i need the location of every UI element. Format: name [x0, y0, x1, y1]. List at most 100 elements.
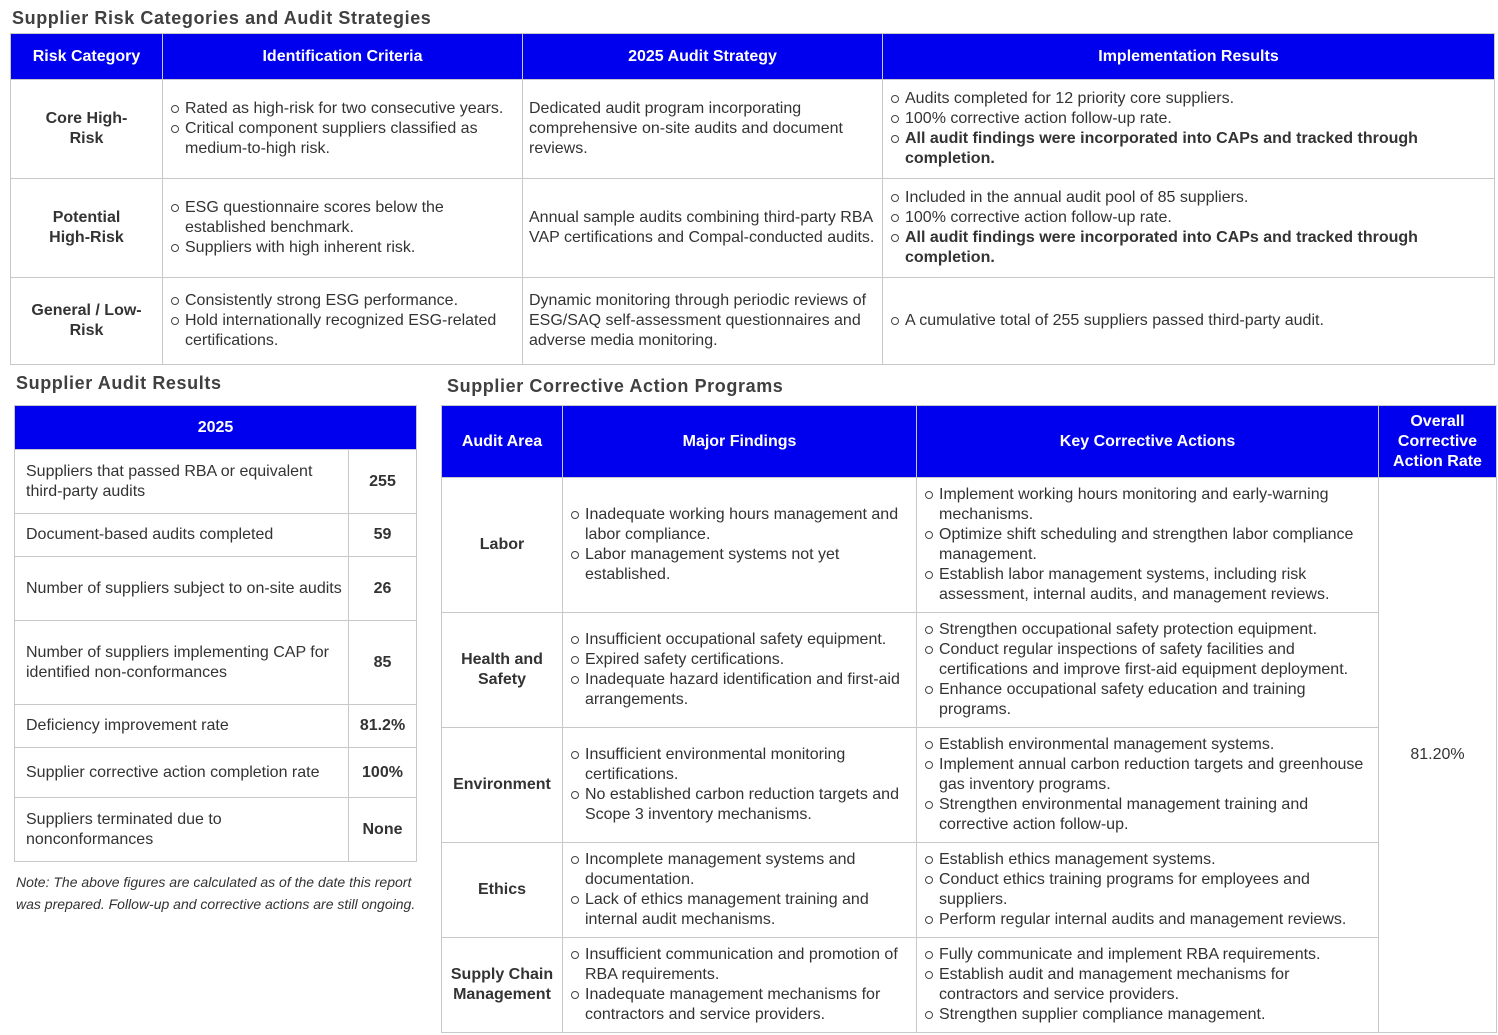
- audit-table: 2025 Suppliers that passed RBA or equiva…: [14, 405, 417, 862]
- list-item: Included in the annual audit pool of 85 …: [889, 188, 1488, 208]
- cap-area: Environment: [441, 727, 563, 843]
- list-item: Fully communicate and implement RBA requ…: [923, 945, 1372, 965]
- list-item: Audits completed for 12 priority core su…: [889, 89, 1488, 109]
- table-row: Suppliers terminated due to nonconforman…: [14, 797, 417, 862]
- list-item: Critical component suppliers classified …: [169, 119, 516, 159]
- cap-area: Supply Chain Management: [441, 937, 563, 1033]
- list-item: Perform regular internal audits and mana…: [923, 910, 1372, 930]
- list-item: Strengthen environmental management trai…: [923, 795, 1372, 835]
- audit-value: 255: [348, 449, 417, 514]
- list-item: Implement working hours monitoring and e…: [923, 485, 1372, 525]
- risk-criteria: Consistently strong ESG performance. Hol…: [162, 277, 523, 365]
- table-row: Potential High-Risk ESG questionnaire sc…: [10, 178, 1495, 278]
- audit-label: Suppliers terminated due to nonconforman…: [14, 797, 349, 862]
- list-item: All audit findings were incorporated int…: [889, 228, 1488, 268]
- risk-header-results: Implementation Results: [882, 33, 1495, 80]
- table-row: Labor Inadequate working hours managemen…: [441, 477, 1497, 1033]
- table-row: Supplier corrective action completion ra…: [14, 747, 417, 798]
- list-item: Insufficient occupational safety equipme…: [569, 630, 910, 650]
- cap-actions: Fully communicate and implement RBA requ…: [916, 937, 1379, 1033]
- table-row: Document-based audits completed 59: [14, 513, 417, 557]
- audit-label: Deficiency improvement rate: [14, 704, 349, 748]
- list-item: All audit findings were incorporated int…: [889, 129, 1488, 169]
- list-item: Conduct regular inspections of safety fa…: [923, 640, 1372, 680]
- list-item: Hold internationally recognized ESG-rela…: [169, 311, 516, 351]
- audit-value: 26: [348, 556, 417, 621]
- table-row: Ethics Incomplete management systems and…: [441, 842, 1497, 938]
- cap-area: Labor: [441, 477, 563, 613]
- audit-label: Supplier corrective action completion ra…: [14, 747, 349, 798]
- audit-header-year: 2025: [14, 405, 417, 450]
- list-item: Strengthen occupational safety protectio…: [923, 620, 1372, 640]
- audit-value: 59: [348, 513, 417, 557]
- table-row: Core High-Risk Rated as high-risk for tw…: [10, 79, 1495, 179]
- list-item: 100% corrective action follow-up rate.: [889, 109, 1488, 129]
- list-item: Insufficient environmental monitoring ce…: [569, 745, 910, 785]
- list-item: Conduct ethics training programs for emp…: [923, 870, 1372, 910]
- list-item: Implement annual carbon reduction target…: [923, 755, 1372, 795]
- risk-category: Core High-Risk: [10, 79, 163, 179]
- list-item: Insufficient communication and promotion…: [569, 945, 910, 985]
- risk-results: Included in the annual audit pool of 85 …: [882, 178, 1495, 278]
- risk-criteria: Rated as high-risk for two consecutive y…: [162, 79, 523, 179]
- table-row: Supply Chain Management Insufficient com…: [441, 937, 1497, 1033]
- list-item: A cumulative total of 255 suppliers pass…: [889, 311, 1488, 331]
- table-row: Number of suppliers subject to on-site a…: [14, 556, 417, 621]
- list-item: Establish labor management systems, incl…: [923, 565, 1372, 605]
- cap-findings: Insufficient environmental monitoring ce…: [562, 727, 917, 843]
- audit-section-title: Supplier Audit Results: [16, 373, 222, 393]
- cap-header-area: Audit Area: [441, 405, 563, 478]
- list-item: No established carbon reduction targets …: [569, 785, 910, 825]
- list-item: ESG questionnaire scores below the estab…: [169, 198, 516, 238]
- list-item: Incomplete management systems and docume…: [569, 850, 910, 890]
- audit-value: 85: [348, 620, 417, 705]
- list-item: Inadequate working hours management and …: [569, 505, 910, 545]
- list-item: Inadequate management mechanisms for con…: [569, 985, 910, 1025]
- cap-overall-rate: 81.20%: [1378, 477, 1497, 1033]
- risk-header-strategy: 2025 Audit Strategy: [522, 33, 883, 80]
- audit-value: 81.2%: [348, 704, 417, 748]
- table-row: Health and Safety Insufficient occupatio…: [441, 612, 1497, 728]
- cap-header-findings: Major Findings: [562, 405, 917, 478]
- table-row: Environment Insufficient environmental m…: [441, 727, 1497, 843]
- list-item: Optimize shift scheduling and strengthen…: [923, 525, 1372, 565]
- table-row: Number of suppliers implementing CAP for…: [14, 620, 417, 705]
- cap-area: Health and Safety: [441, 612, 563, 728]
- risk-table: Risk Category Identification Criteria 20…: [10, 33, 1495, 365]
- audit-label: Document-based audits completed: [14, 513, 349, 557]
- risk-criteria: ESG questionnaire scores below the estab…: [162, 178, 523, 278]
- risk-results: Audits completed for 12 priority core su…: [882, 79, 1495, 179]
- list-item: Consistently strong ESG performance.: [169, 291, 516, 311]
- list-item: Enhance occupational safety education an…: [923, 680, 1372, 720]
- risk-category: General / Low-Risk: [10, 277, 163, 365]
- audit-value: None: [348, 797, 417, 862]
- list-item: Inadequate hazard identification and fir…: [569, 670, 910, 710]
- cap-header-rate: Overall Corrective Action Rate: [1378, 405, 1497, 478]
- audit-label: Number of suppliers implementing CAP for…: [14, 620, 349, 705]
- list-item: Establish ethics management systems.: [923, 850, 1372, 870]
- risk-header-category: Risk Category: [10, 33, 163, 80]
- risk-strategy: Dynamic monitoring through periodic revi…: [522, 277, 883, 365]
- table-row: Deficiency improvement rate 81.2%: [14, 704, 417, 748]
- risk-category: Potential High-Risk: [10, 178, 163, 278]
- list-item: Lack of ethics management training and i…: [569, 890, 910, 930]
- list-item: Rated as high-risk for two consecutive y…: [169, 99, 516, 119]
- list-item: Expired safety certifications.: [569, 650, 910, 670]
- list-item: Labor management systems not yet establi…: [569, 545, 910, 585]
- risk-strategy: Dedicated audit program incorporating co…: [522, 79, 883, 179]
- cap-findings: Insufficient occupational safety equipme…: [562, 612, 917, 728]
- risk-results: A cumulative total of 255 suppliers pass…: [882, 277, 1495, 365]
- cap-table: Audit Area Major Findings Key Corrective…: [441, 405, 1497, 1033]
- cap-findings: Incomplete management systems and docume…: [562, 842, 917, 938]
- risk-header-criteria: Identification Criteria: [162, 33, 523, 80]
- cap-findings: Insufficient communication and promotion…: [562, 937, 917, 1033]
- risk-strategy: Annual sample audits combining third-par…: [522, 178, 883, 278]
- cap-actions: Establish environmental management syste…: [916, 727, 1379, 843]
- cap-findings: Inadequate working hours management and …: [562, 477, 917, 613]
- audit-label: Suppliers that passed RBA or equivalent …: [14, 449, 349, 514]
- list-item: Establish audit and management mechanism…: [923, 965, 1372, 1005]
- cap-area: Ethics: [441, 842, 563, 938]
- list-item: Strengthen supplier compliance managemen…: [923, 1005, 1372, 1025]
- table-row: Suppliers that passed RBA or equivalent …: [14, 449, 417, 514]
- cap-section-title: Supplier Corrective Action Programs: [447, 376, 784, 396]
